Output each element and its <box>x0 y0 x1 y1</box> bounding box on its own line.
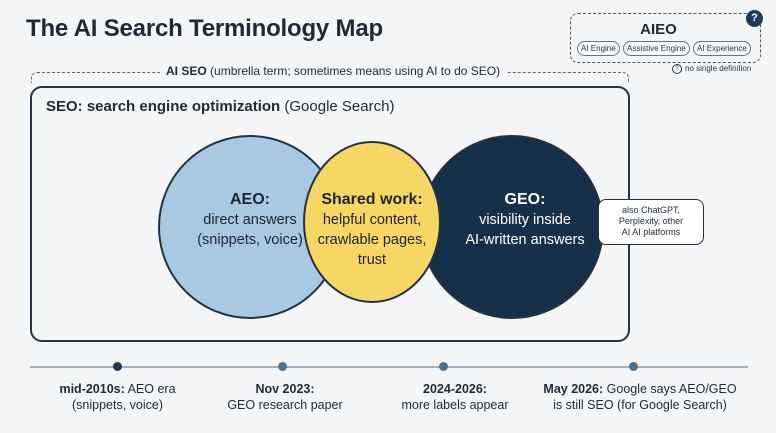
seo-qualifier: (Google Search) <box>284 98 395 115</box>
aeo-text: AEO: direct answers (snippets, voice) <box>170 190 330 250</box>
timeline-item-nov-2023: Nov 2023: GEO research paper <box>220 381 350 413</box>
timeline-desc-line2: (snippets, voice) <box>71 398 163 412</box>
timeline-desc: Google says AEO/GEO <box>606 382 737 396</box>
pill-assistive-engine: Assistive Engine <box>623 41 690 56</box>
pill-ai-engine: AI Engine <box>577 41 620 56</box>
timeline-dot <box>113 362 122 371</box>
ai-seo-term: AI SEO <box>166 64 207 78</box>
timeline-item-mid-2010s: mid-2010s: AEO era (snippets, voice) <box>45 381 190 413</box>
timeline-desc-line2: is still SEO (for Google Search) <box>553 398 727 412</box>
other-platforms-callout: also ChatGPT, Perplexity, other AI AI pl… <box>598 199 704 245</box>
ai-seo-description: (umbrella term; sometimes means using AI… <box>210 64 501 78</box>
seo-term: SEO: search engine optimization <box>46 98 281 115</box>
shared-line3: trust <box>357 252 387 268</box>
shared-line2: crawlable pages, <box>317 232 427 248</box>
shared-line1: helpful content, <box>322 212 422 228</box>
geo-line2: AI-written answers <box>465 232 585 248</box>
callout-line3: AI AI platforms <box>621 227 681 237</box>
timeline-dot <box>278 362 287 371</box>
page-title: The AI Search Terminology Map <box>26 15 383 42</box>
timeline-item-2024-2026: 2024-2026: more labels appear <box>390 381 520 413</box>
timeline-date: mid-2010s: <box>59 382 125 396</box>
timeline-desc: AEO era <box>127 382 176 396</box>
no-definition-text: no single definition <box>685 64 752 74</box>
timeline-date: May 2026: <box>543 382 604 396</box>
aeo-line1: direct answers <box>203 212 297 228</box>
aeo-title: AEO: <box>230 191 270 208</box>
question-circle-icon: ? <box>672 64 682 74</box>
timeline-dot <box>629 362 638 371</box>
shared-title: Shared work: <box>321 191 423 208</box>
aieo-definition-box: AIEO AI Engine Assistive Engine AI Exper… <box>570 13 761 63</box>
aeo-line2: (snippets, voice) <box>197 232 303 248</box>
help-icon[interactable]: ? <box>746 10 763 27</box>
ai-seo-label: AI SEO (umbrella term; sometimes means u… <box>160 64 507 78</box>
geo-text: GEO: visibility inside AI-written answer… <box>440 190 610 250</box>
timeline-desc-line2: GEO research paper <box>227 398 343 412</box>
callout-line1: also ChatGPT, <box>621 205 681 215</box>
timeline-dot <box>439 362 448 371</box>
timeline-desc-line2: more labels appear <box>401 398 509 412</box>
timeline-date: 2024-2026: <box>423 382 487 396</box>
no-definition-note: ?no single definition <box>672 64 751 74</box>
timeline-item-may-2026: May 2026: Google says AEO/GEO is still S… <box>530 381 750 413</box>
geo-line1: visibility inside <box>479 212 571 228</box>
geo-title: GEO: <box>504 191 546 208</box>
seo-label: SEO: search engine optimization (Google … <box>46 98 394 115</box>
aieo-title: AIEO <box>640 21 677 38</box>
callout-line2: Perplexity, other <box>618 216 684 226</box>
shared-text: Shared work: helpful content, crawlable … <box>302 190 442 270</box>
shared-circle <box>303 141 441 303</box>
timeline-date: Nov 2023: <box>255 382 315 396</box>
pill-ai-experience: AI Experience <box>693 41 751 56</box>
timeline-axis <box>30 366 748 368</box>
